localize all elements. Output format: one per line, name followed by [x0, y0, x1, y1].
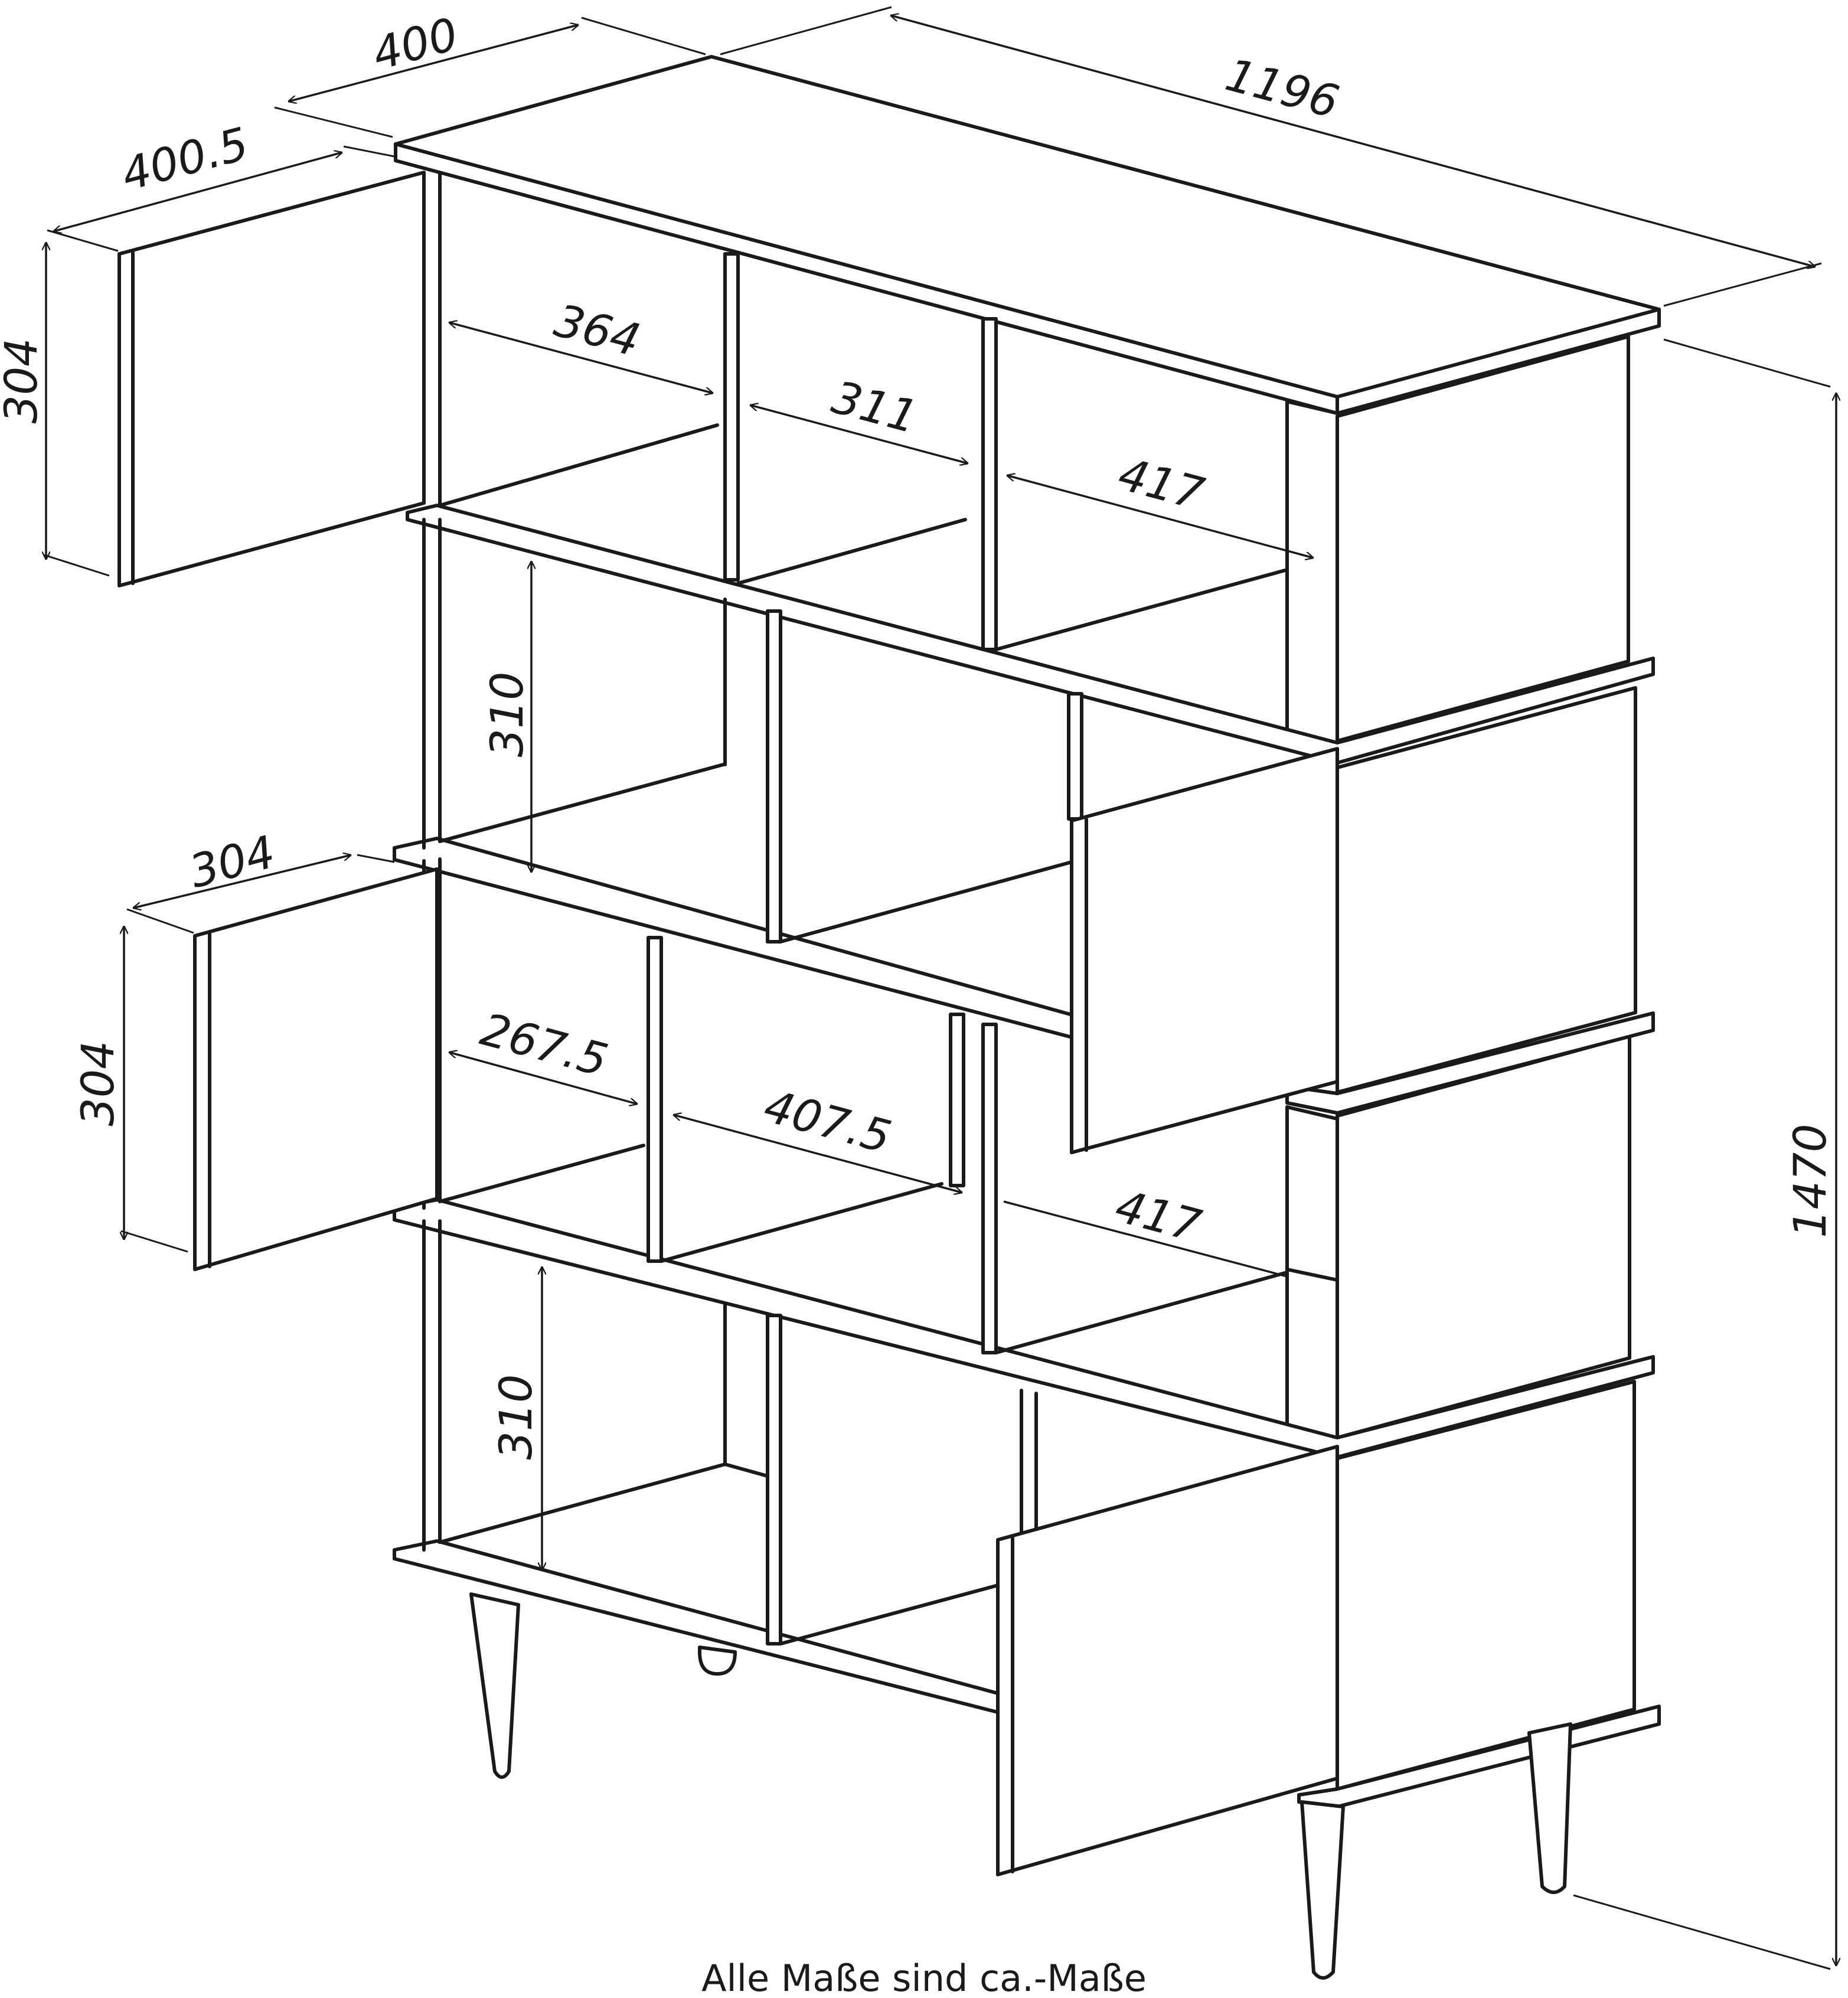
footer-note: Alle Maße sind ca.-Maße	[701, 1957, 1147, 1998]
shelf-structure	[117, 55, 1661, 1980]
leg-front-right	[1300, 1800, 1345, 1980]
door-top-left	[117, 171, 426, 587]
door-middle-left	[193, 867, 439, 1271]
label-shelf-height-upper: 310	[481, 671, 533, 757]
label-inner-417-top: 417	[1113, 448, 1209, 521]
shelf-board-3	[1285, 1011, 1655, 1115]
leg-front-left	[469, 1592, 520, 1779]
leg-back-left	[698, 1646, 737, 1676]
label-door-mid-height: 304	[71, 1040, 124, 1126]
right-side-panels	[1285, 335, 1637, 1791]
door-bottom-right	[996, 1445, 1339, 1876]
shelf-board-1	[406, 504, 1655, 765]
label-total-height: 1470	[1784, 1124, 1836, 1238]
label-inner-267-5: 267.5	[475, 1003, 613, 1086]
label-inner-364: 364	[549, 294, 645, 367]
label-inner-311: 311	[827, 371, 923, 444]
dimension-lines	[44, 6, 1836, 1970]
doors	[117, 171, 1339, 1876]
leg-back-right	[1527, 1722, 1572, 1894]
compartments	[438, 252, 1339, 1646]
label-inner-417-lower: 417	[1110, 1180, 1206, 1253]
label-shelf-height-lower: 310	[489, 1374, 542, 1460]
legs	[469, 1592, 1572, 1980]
door-middle-right	[1070, 747, 1339, 1154]
shelf-board-4	[393, 1198, 1655, 1459]
label-inner-407-5: 407.5	[759, 1079, 896, 1163]
label-top-depth: 400	[367, 8, 463, 81]
label-door-top-height: 304	[0, 338, 47, 423]
label-total-width: 1196	[1220, 48, 1344, 128]
label-door-top-width: 400.5	[116, 117, 254, 201]
label-door-mid-width: 304	[184, 825, 280, 899]
